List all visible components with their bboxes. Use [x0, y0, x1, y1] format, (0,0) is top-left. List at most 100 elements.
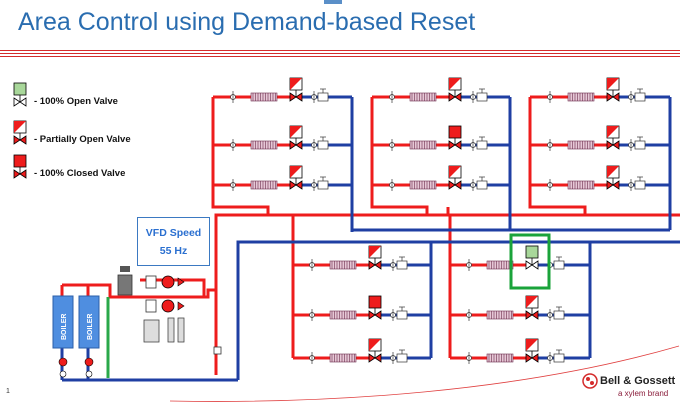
upper-zone-0-row-2-control-valve [289, 165, 303, 190]
lower-zone-0-row-2-isolation-fitting [309, 352, 315, 364]
boiler-plant: BOILER BOILER [52, 266, 222, 378]
upper-zone-1-row-1-isolation-fitting [389, 139, 395, 151]
boiler-1 [52, 295, 74, 349]
system-pump-1-icon [161, 275, 175, 289]
pump-upper-branch [140, 278, 206, 297]
upper-zone-0-row-1-isolation-fitting [230, 139, 236, 151]
lower-zone-1-row-2-balance-valve [553, 349, 565, 363]
upper-zone-2-row-0-balance-valve [634, 88, 646, 102]
upper-zone-1-row-0-isolation-fitting [389, 91, 395, 103]
upper-zone-1-row-2-control-valve [448, 165, 462, 190]
sensor-1-icon [167, 317, 175, 343]
system-pump-2-icon [161, 299, 175, 313]
lower-zone-0-row-2-balance-valve [396, 349, 408, 363]
lower-zone-1-row-1-return-fitting [547, 309, 553, 321]
lower-zone-0-row-1-coil [329, 310, 357, 320]
vfd-speed-box: VFD Speed 55 Hz [137, 217, 210, 266]
brand-logo [582, 373, 598, 389]
lower-zone-0-row-0-control-valve [368, 245, 382, 270]
legend-partial-label: - Partially Open Valve [34, 134, 131, 145]
lower-zone-1-row-0-balance-valve [553, 256, 565, 270]
lower-zone-0-row-2-coil [329, 353, 357, 363]
boiler-2-pump-icon [84, 357, 94, 367]
page-title: Area Control using Demand-based Reset [18, 8, 476, 36]
lower-zone-0-row-0-return-fitting [390, 259, 396, 271]
upper-zone-0-row-0-coil [250, 92, 278, 102]
upper-zone-0-row-1-control-valve [289, 125, 303, 150]
upper-zone-2-row-1-coil [567, 140, 595, 150]
boiler-1-fitting-icon [59, 370, 67, 378]
lower-zone-1-row-2-return-fitting [547, 352, 553, 364]
upper-zone-1-row-2-balance-valve [476, 176, 488, 190]
supply-main [214, 213, 680, 375]
decorative-swoosh [169, 345, 680, 402]
lower-zone-0-row-0-isolation-fitting [309, 259, 315, 271]
upper-zone-2-row-2-return-fitting [628, 179, 634, 191]
expansion-tank-cap-icon [120, 266, 130, 272]
boiler-1-label: BOILER [61, 314, 68, 340]
lower-zone-0-row-0-coil [329, 260, 357, 270]
supply-pipes [60, 95, 680, 375]
upper-zone-2-row-1-control-valve [606, 125, 620, 150]
upper-zone-0-row-2-coil [250, 180, 278, 190]
upper-zone-2-row-2-balance-valve [634, 176, 646, 190]
upper-zone-2-row-0-isolation-fitting [547, 91, 553, 103]
upper-zone-0-row-0-control-valve [289, 77, 303, 102]
lower-zone-1-row-1-balance-valve [553, 306, 565, 320]
upper-zone-1-row-0-coil [409, 92, 437, 102]
lower-zone-1-row-2-coil [486, 353, 514, 363]
expansion-tank-icon [117, 274, 133, 296]
upper-zone-0-row-1-return-fitting [311, 139, 317, 151]
highlight-box [509, 233, 551, 290]
upper-zone-2-row-1-isolation-fitting [547, 139, 553, 151]
upper-zone-0-row-0-return-fitting [311, 91, 317, 103]
lower-zone-0-row-1-control-valve [368, 295, 382, 320]
lower-zone-1-row-2-control-valve [525, 338, 539, 363]
lower-zone-1-row-1-control-valve [525, 295, 539, 320]
boiler-1-pump-icon [58, 357, 68, 367]
upper-zone-0-row-2-balance-valve [317, 176, 329, 190]
upper-zone-2-row-0-coil [567, 92, 595, 102]
legend-partial-valve-icon [13, 120, 27, 145]
lower-zone-1-row-0-isolation-fitting [466, 259, 472, 271]
upper-zone-1-row-2-coil [409, 180, 437, 190]
lower-zone-1-row-2-isolation-fitting [466, 352, 472, 364]
title-rule-3 [0, 56, 680, 57]
check-valve-2-icon [177, 301, 185, 311]
return-main [236, 240, 680, 380]
pump-motor-1-icon [145, 275, 157, 289]
lower-zone-1-row-0-coil [486, 260, 514, 270]
upper-zone-2-row-2-control-valve [606, 165, 620, 190]
legend-open-label: - 100% Open Valve [34, 96, 118, 107]
upper-zone-1-row-0-return-fitting [470, 91, 476, 103]
upper-zone-0-supply-riser [211, 97, 270, 215]
check-valve-1-icon [177, 277, 185, 287]
plant-supply-header [62, 283, 216, 299]
lower-zone-0-row-1-return-fitting [390, 309, 396, 321]
upper-zone-1-row-2-return-fitting [470, 179, 476, 191]
brand-name: Bell & Gossett [600, 375, 676, 387]
top-accent-mark [324, 0, 342, 4]
upper-zone-0-row-2-isolation-fitting [230, 179, 236, 191]
lower-zone-0-row-0-balance-valve [396, 256, 408, 270]
lower-zone-1-row-0-control-valve [525, 245, 539, 270]
upper-zone-2-row-0-return-fitting [628, 91, 634, 103]
brand-tagline: a xylem brand [618, 389, 669, 398]
boiler-2-fitting-icon [85, 370, 93, 378]
lower-zone-0-row-1-balance-valve [396, 306, 408, 320]
upper-zone-1-row-0-control-valve [448, 77, 462, 102]
legend-icons [13, 82, 27, 179]
sensor-2-icon [177, 317, 185, 343]
upper-zone-2-row-0-control-valve [606, 77, 620, 102]
page-number: 1 [6, 388, 10, 395]
upper-zone-1-row-1-balance-valve [476, 136, 488, 150]
upper-zone-1-row-2-isolation-fitting [389, 179, 395, 191]
upper-zone-2-row-1-balance-valve [634, 136, 646, 150]
legend-closed-valve-icon [13, 154, 27, 179]
boiler-2-label: BOILER [87, 314, 94, 340]
upper-zone-2-row-2-isolation-fitting [547, 179, 553, 191]
upper-zone-0-row-0-isolation-fitting [230, 91, 236, 103]
lower-zone-1-row-1-isolation-fitting [466, 309, 472, 321]
vfd-label: VFD Speed [145, 227, 202, 239]
